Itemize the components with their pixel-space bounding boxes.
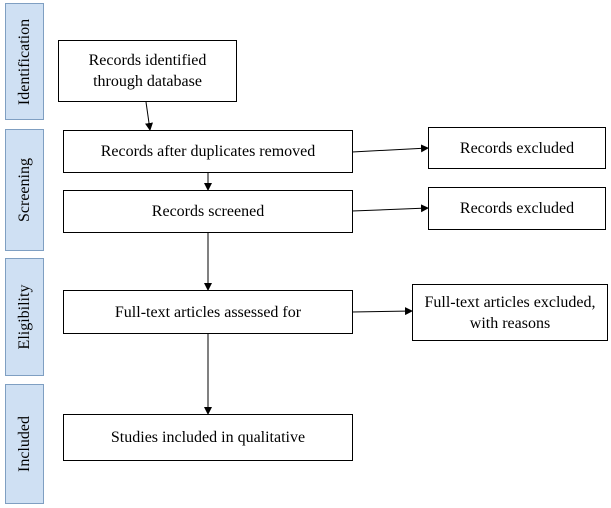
stage-eligibility-label: Eligibility xyxy=(15,284,33,350)
arrow-identified-to-duplicates xyxy=(145,101,153,131)
box-fulltext-excluded-label: Full-text articles excluded, with reason… xyxy=(424,293,596,332)
box-records-excluded-1-label: Records excluded xyxy=(459,139,575,157)
arrow-fulltext-to-excluded xyxy=(351,307,413,316)
box-fulltext-assessed-label: Full-text articles assessed for xyxy=(114,303,302,321)
stage-included: Included xyxy=(5,384,44,504)
stage-eligibility: Eligibility xyxy=(5,258,44,376)
arrow-duplicates-to-excluded xyxy=(351,144,429,153)
arrow-screened-to-excluded xyxy=(351,204,429,213)
stage-included-label: Included xyxy=(15,416,33,472)
stage-screening: Screening xyxy=(5,129,44,251)
box-after-duplicates-label: Records after duplicates removed xyxy=(100,143,316,160)
stage-screening-label: Screening xyxy=(15,158,33,222)
box-records-excluded-2: Records excluded xyxy=(428,187,606,230)
box-fulltext-assessed: Full-text articles assessed for xyxy=(63,290,353,334)
box-records-excluded-2-label: Records excluded xyxy=(459,200,575,217)
box-records-screened: Records screened xyxy=(63,190,353,233)
box-records-excluded-1: Records excluded xyxy=(428,127,606,169)
box-records-identified-label: Records identified through database xyxy=(88,52,207,90)
box-records-screened-label: Records screened xyxy=(151,203,265,220)
stage-identification-label: Identification xyxy=(15,18,33,105)
box-included-qualitative: Studies included in qualitative xyxy=(63,414,353,461)
box-after-duplicates: Records after duplicates removed xyxy=(63,130,353,173)
stage-identification: Identification xyxy=(5,3,44,120)
box-included-qualitative-label: Studies included in qualitative xyxy=(110,429,306,446)
box-fulltext-excluded: Full-text articles excluded, with reason… xyxy=(412,284,608,341)
box-records-identified: Records identified through database xyxy=(58,40,237,102)
